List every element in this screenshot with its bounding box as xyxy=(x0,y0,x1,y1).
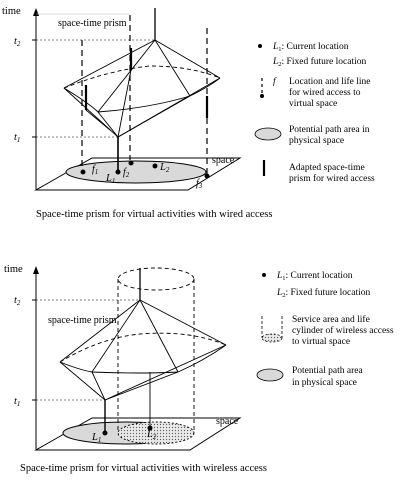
bottom-legend-path-line1: Potential path area xyxy=(292,366,363,376)
bottom-time-label: time xyxy=(4,264,23,275)
top-legend-current: L1: Current location xyxy=(272,42,349,53)
top-legend-path-line1: Potential path area in xyxy=(289,125,370,135)
top-space-label: space xyxy=(212,155,235,166)
top-legend-wired-symbol: f xyxy=(273,76,277,87)
top-L1-dot xyxy=(115,169,121,175)
top-t2-label: t2 xyxy=(14,36,21,48)
bottom-t2-label: t2 xyxy=(14,295,21,307)
top-prism-label: space-time prism xyxy=(58,18,127,29)
bottom-prism xyxy=(59,268,227,433)
top-L2-dot xyxy=(152,163,158,169)
bottom-diagram: time space t2 t1 space-time prism xyxy=(4,264,394,451)
bottom-legend-future: L2: Fixed future location xyxy=(276,287,370,299)
bottom-time-axis-arrow xyxy=(33,266,39,274)
top-time-label: time xyxy=(2,6,21,17)
top-L1-label: L1 xyxy=(105,173,115,185)
top-f3-label: f3 xyxy=(196,178,203,190)
top-legend-wired-line3: virtual space xyxy=(289,99,337,109)
bottom-space-label: space xyxy=(216,416,239,427)
top-diagram: time space t2 t1 space-time prism xyxy=(2,6,375,191)
top-legend-adapted-line1: Adapted space-time xyxy=(289,163,365,173)
bottom-legend-path-line2: in physical space xyxy=(292,378,357,388)
top-path-area xyxy=(65,160,207,184)
top-legend-future: L2: Fixed future location xyxy=(272,56,366,68)
bottom-legend-current: L1: Current location xyxy=(276,271,353,282)
top-legend-wired-line2: for wired access to xyxy=(289,87,361,98)
top-t1-label: t1 xyxy=(14,132,20,144)
bottom-L2-dot xyxy=(147,425,153,431)
top-legend-path-line2: physical space xyxy=(289,136,344,146)
top-L2-label: L2 xyxy=(159,162,170,174)
bottom-t1-label: t1 xyxy=(14,396,20,408)
top-legend-wired-line1: Location and life line xyxy=(289,76,371,87)
top-caption: Space-time prism for virtual activities … xyxy=(36,209,273,220)
bottom-L1-dot xyxy=(102,430,108,436)
top-legend-adapted-line2: prism for wired access xyxy=(289,173,375,184)
bottom-legend-service-line1: Service area and life xyxy=(292,314,370,325)
bottom-cylinder xyxy=(117,267,195,433)
bottom-legend-service-line3: to virtual space xyxy=(292,337,350,347)
bottom-L1-label: L1 xyxy=(91,432,101,444)
bottom-caption: Space-time prism for virtual activities … xyxy=(20,463,267,474)
top-legend: L1: Current location L2: Fixed future lo… xyxy=(254,42,375,184)
bottom-legend: L1: Current location L2: Fixed future lo… xyxy=(256,271,394,388)
top-f2-label: f2 xyxy=(123,167,130,179)
bottom-legend-service-line2: cylinder of wireless access xyxy=(292,325,394,336)
top-time-axis-arrow xyxy=(33,8,39,16)
bottom-service-area xyxy=(117,421,195,445)
bottom-prism-label: space-time prism xyxy=(48,315,117,326)
top-f1-label: f1 xyxy=(92,164,98,176)
bottom-L2-label: L2 xyxy=(146,429,157,441)
